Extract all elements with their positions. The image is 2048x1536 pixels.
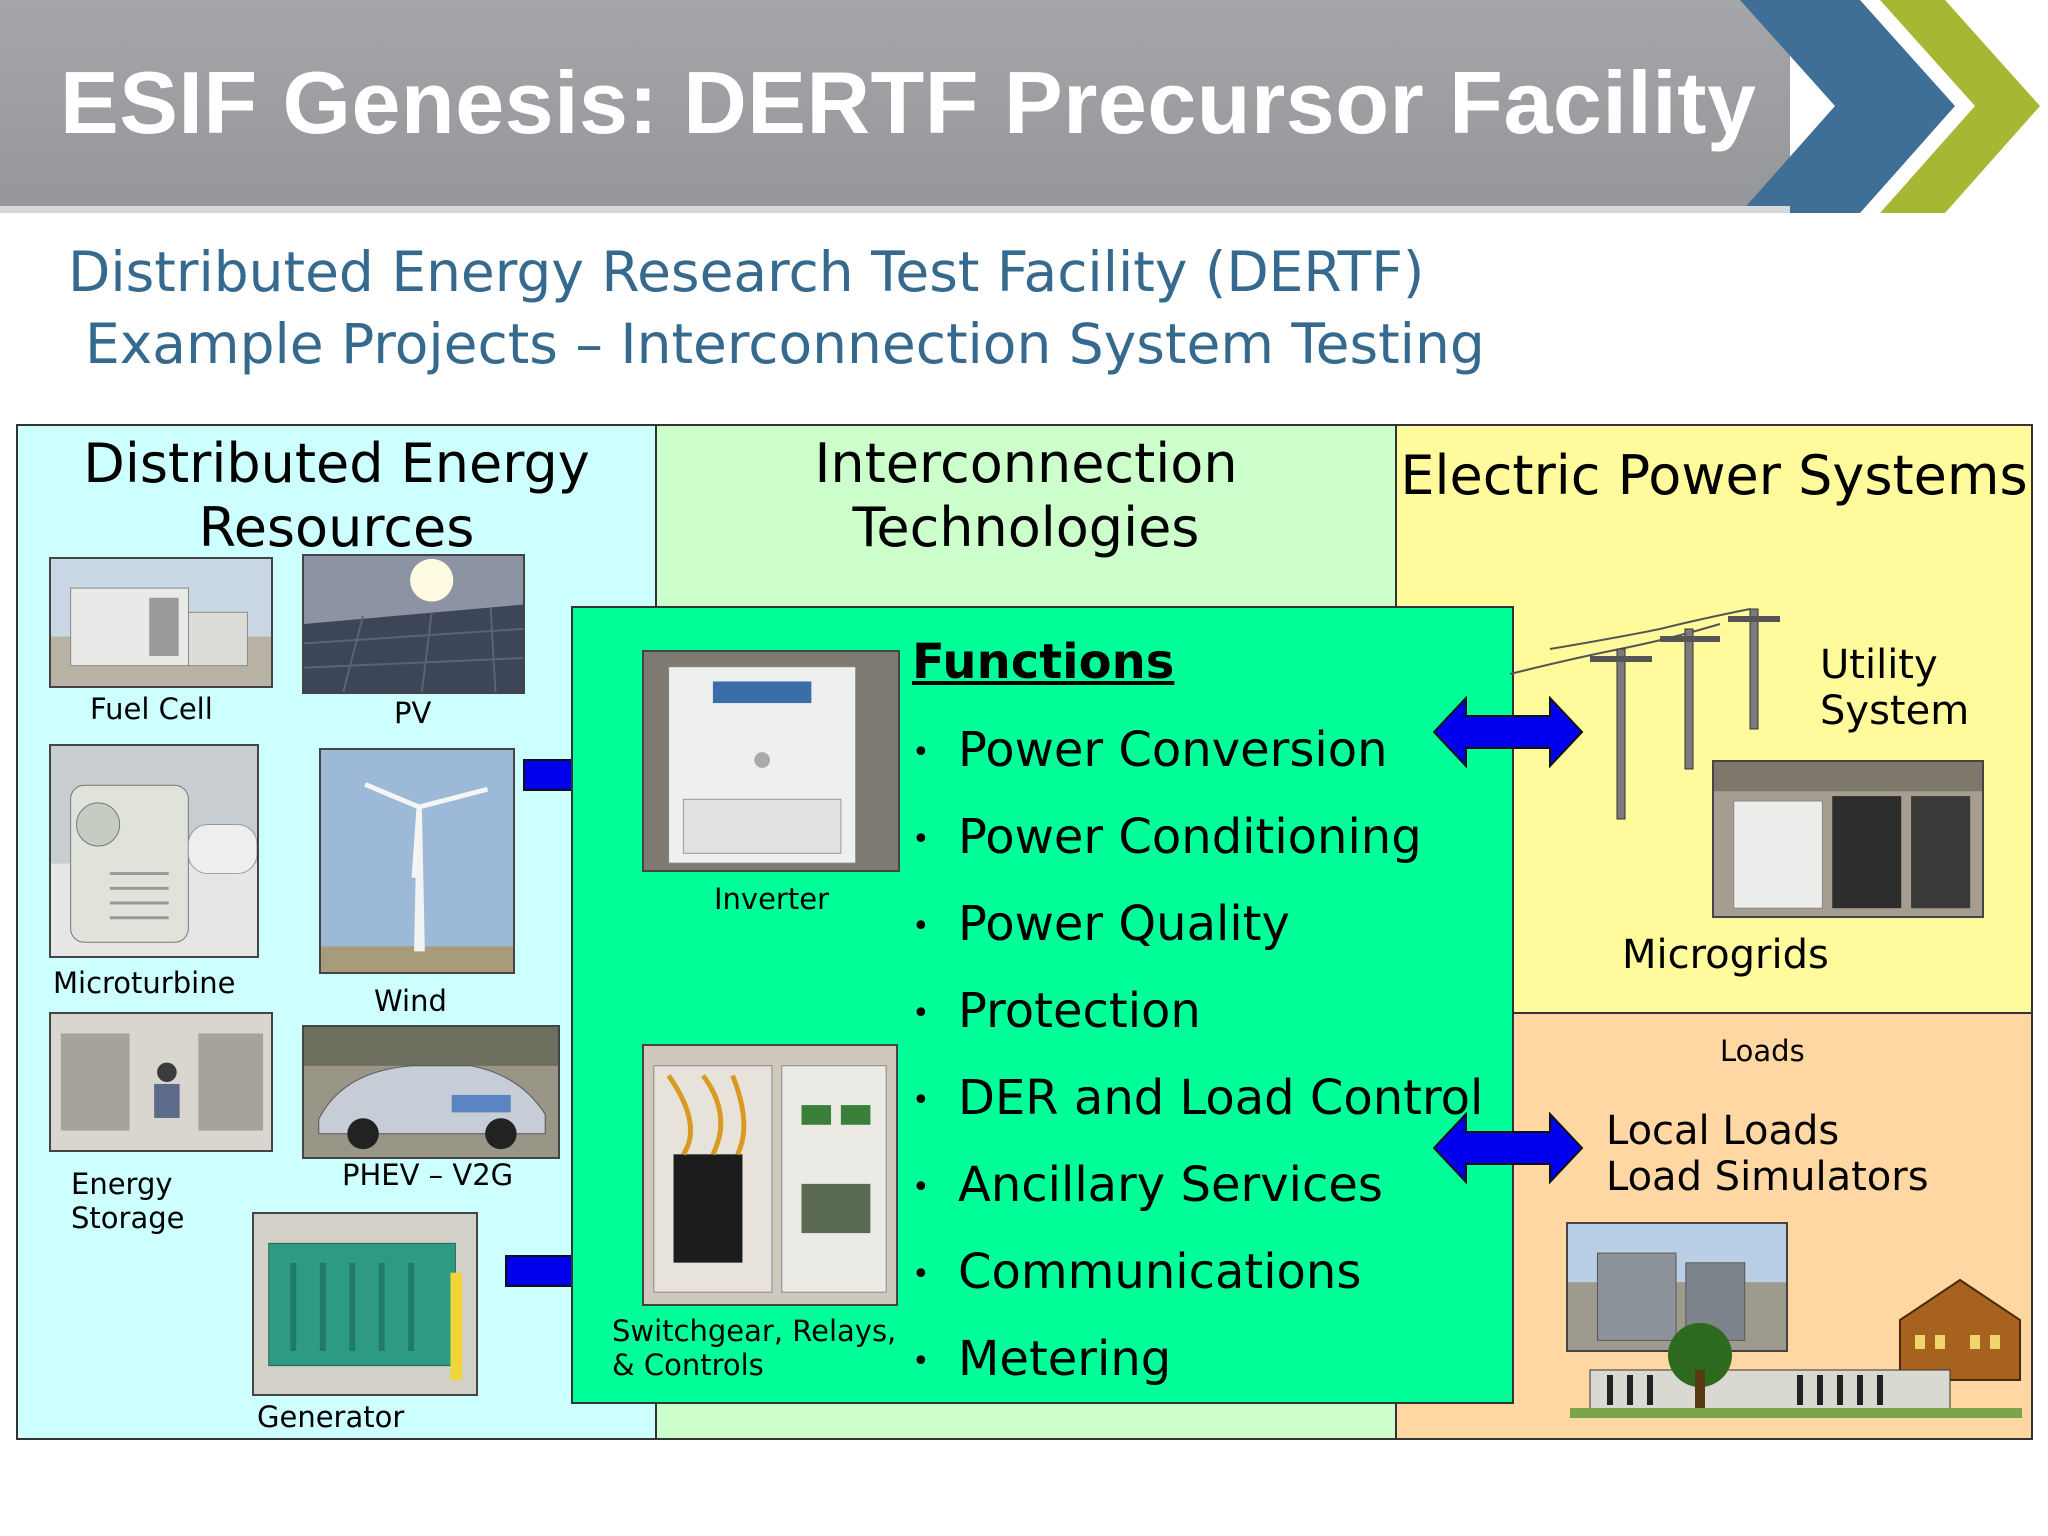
phev-caption: PHEV – V2G [342, 1158, 514, 1192]
switchgear-image [642, 1044, 898, 1306]
loads-description: Local Loads Load Simulators [1606, 1108, 1929, 1200]
inverter-image [642, 650, 900, 872]
microgrids-image [1712, 760, 1984, 918]
utility-system-label: Utility System [1820, 642, 1970, 734]
function-item: •Power Quality [912, 896, 1290, 952]
energy-storage-image [49, 1012, 273, 1152]
function-item: •Power Conversion [912, 722, 1388, 778]
functions-list: •Power Conversion •Power Conditioning •P… [912, 718, 1483, 1414]
fuel-cell-caption: Fuel Cell [90, 692, 213, 726]
chevron-green-shape [1880, 0, 2040, 213]
fuel-cell-image [49, 557, 273, 688]
subtitle-line-2: Example Projects – Interconnection Syste… [85, 312, 1485, 376]
generator-caption: Generator [257, 1400, 405, 1434]
wind-caption: Wind [374, 984, 447, 1018]
subtitle-line-1: Distributed Energy Research Test Facilit… [68, 240, 1425, 304]
energy-storage-caption: Energy Storage [71, 1167, 185, 1235]
phev-image [302, 1025, 560, 1159]
pv-caption: PV [394, 696, 432, 730]
function-item: •Communications [912, 1244, 1362, 1300]
generator-image [252, 1212, 478, 1396]
loads-double-arrow [1432, 1112, 1584, 1184]
microturbine-image [49, 744, 259, 958]
function-item: •Power Conditioning [912, 809, 1422, 865]
switchgear-caption: Switchgear, Relays, & Controls [612, 1314, 897, 1382]
header-bar [0, 0, 2040, 213]
functions-heading: Functions [912, 634, 1175, 690]
power-poles-icon [1510, 608, 1780, 820]
function-item: •Protection [912, 983, 1201, 1039]
der-panel-title: Distributed Energy Resources [83, 432, 590, 559]
function-item: •Ancillary Services [912, 1157, 1383, 1213]
microturbine-caption: Microturbine [53, 966, 236, 1000]
buildings-icon [1570, 1278, 2022, 1418]
chevron-blue-shape [1740, 0, 1955, 213]
function-item: •DER and Load Control [912, 1070, 1484, 1126]
microgrids-label: Microgrids [1622, 932, 1829, 978]
function-item: •Metering [912, 1331, 1172, 1387]
slide-title: ESIF Genesis: DERTF Precursor Facility [60, 53, 1757, 152]
inverter-caption: Inverter [714, 882, 829, 916]
eps-panel-title: Electric Power Systems [1400, 444, 2028, 507]
utility-double-arrow [1432, 696, 1584, 768]
interconnection-panel-title: Interconnection Technologies [814, 432, 1238, 559]
pv-image [302, 554, 525, 694]
loads-title: Loads [1720, 1034, 1805, 1068]
wind-image [319, 748, 515, 974]
